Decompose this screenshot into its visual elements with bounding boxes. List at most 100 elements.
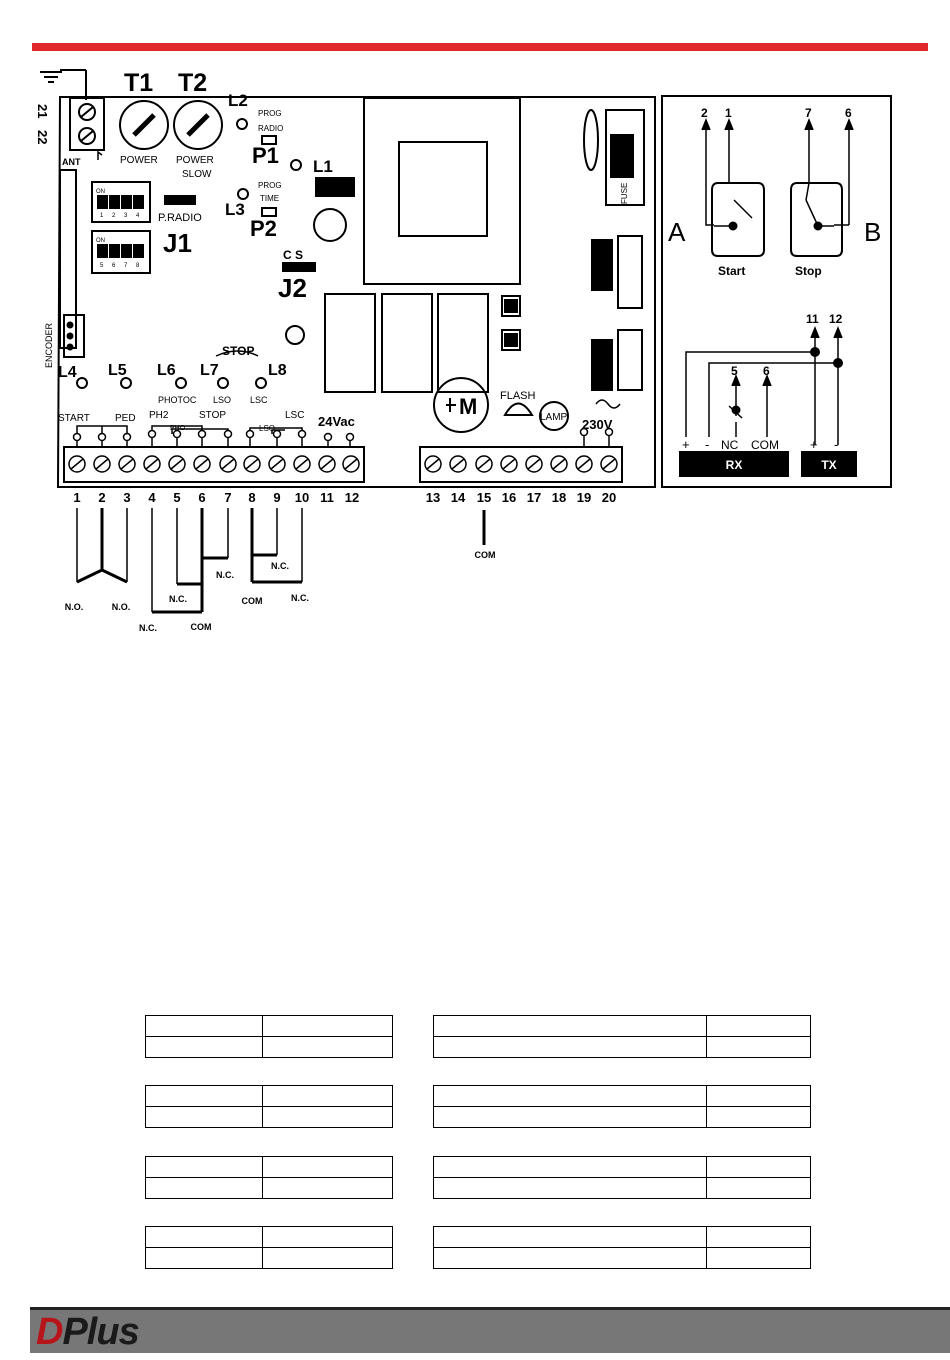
inset-stop-label: Stop (795, 264, 822, 278)
p2-prog-text: PROG (258, 181, 282, 190)
dip-num-1: 1 (100, 213, 104, 219)
fuse-label: FUSE (620, 183, 629, 204)
terminal-number-19: 19 (577, 490, 591, 505)
p1-radio-text: RADIO (258, 124, 283, 133)
wire-nc-9: N.C. (271, 561, 289, 571)
footer-bar: DPlus (30, 1307, 950, 1353)
terminal-number-13: 13 (426, 490, 440, 505)
inset-num-5: 5 (731, 364, 738, 378)
inset-nc-label: NC (721, 438, 739, 452)
wiring-diagram: 21 22 ANT T1 T2 POWER POWER SLOW L2 PROG… (32, 43, 928, 633)
inset-sign-plus-tx: + (810, 437, 818, 452)
dip-num-3: 3 (124, 213, 128, 219)
terminal-number-10: 10 (295, 490, 309, 505)
logo-d: D (36, 1311, 63, 1353)
photoc-label: PHOTOC (158, 395, 197, 405)
blank-table-right (433, 1226, 811, 1269)
ped-input-label: PED (115, 413, 136, 424)
terminal-number-16: 16 (502, 490, 516, 505)
terminal-number-15: 15 (477, 490, 491, 505)
led-l4-label: L4 (58, 364, 77, 381)
stop-input-label: STOP (199, 410, 226, 421)
pho-input-label: PHO (170, 425, 186, 432)
blank-table-right (433, 1085, 811, 1128)
trimmer-t2-slow: SLOW (182, 169, 212, 180)
terminal-number-6: 6 (198, 490, 205, 505)
stop-label-top: STOP (222, 344, 254, 358)
dplus-logo: DPlus (36, 1311, 140, 1353)
terminal-number-18: 18 (552, 490, 566, 505)
led-l6-label: L6 (157, 362, 176, 379)
trimmer-t2-label: T2 (178, 69, 207, 97)
lamp-label: LAMP (540, 412, 568, 423)
table-row-group (145, 1085, 811, 1128)
antenna-number-22: 22 (35, 130, 50, 144)
dip-num-5: 5 (100, 263, 104, 269)
rx-label: RX (726, 458, 743, 472)
blank-table-right (433, 1015, 811, 1058)
start-input-label: START (58, 413, 90, 424)
inset-num-6b: 6 (763, 364, 770, 378)
trimmer-t1-power: POWER (120, 155, 158, 166)
lsc-label: LSC (250, 395, 268, 405)
terminal-number-7: 7 (224, 490, 231, 505)
dip-num-4: 4 (136, 213, 140, 219)
vac-input-label: 24Vac (318, 414, 355, 429)
terminal-number-14: 14 (451, 490, 466, 505)
lso-label: LSO (213, 395, 231, 405)
terminal-number-12: 12 (345, 490, 359, 505)
blank-table-left (145, 1015, 393, 1058)
inset-panel (661, 95, 892, 488)
blank-table-left (145, 1156, 393, 1199)
inset-sign-minus-tx: - (834, 437, 838, 452)
j2-cs-label: C S (283, 248, 303, 262)
terminal-number-9: 9 (273, 490, 280, 505)
terminal-number-4: 4 (148, 490, 156, 505)
terminal-number-3: 3 (123, 490, 130, 505)
led-l3-label: L3 (225, 200, 245, 219)
led-l1-label: L1 (313, 157, 333, 176)
terminal-number-2: 2 (98, 490, 105, 505)
inset-start-label: Start (718, 264, 745, 278)
blank-table-left (145, 1226, 393, 1269)
inset-num-2: 2 (701, 106, 708, 120)
inset-sign-plus-rx: + (682, 437, 690, 452)
wire-nc-7: N.C. (216, 570, 234, 580)
tx-label: TX (821, 458, 836, 472)
antenna-number-21: 21 (35, 104, 50, 118)
terminal-number-17: 17 (527, 490, 541, 505)
led-l7-label: L7 (200, 362, 219, 379)
wire-no-2: N.O. (112, 602, 131, 612)
encoder-label: ENCODER (44, 322, 54, 368)
terminal-number-5: 5 (173, 490, 180, 505)
blank-table-left (145, 1085, 393, 1128)
antenna-label: ANT (62, 157, 81, 167)
button-p1-label: P1 (252, 143, 279, 168)
led-l8-label: L8 (268, 362, 287, 379)
inset-label-a: A (668, 217, 686, 247)
inset-num-6: 6 (845, 106, 852, 120)
led-l5-label: L5 (108, 362, 127, 379)
blank-table-right (433, 1156, 811, 1199)
dip-num-7: 7 (124, 263, 128, 269)
header-bar (32, 43, 928, 51)
inset-num-1: 1 (725, 106, 732, 120)
inset-num-11: 11 (806, 312, 819, 326)
table-row-group (145, 1226, 811, 1269)
ph2-input-label: PH2 (149, 410, 169, 421)
wire-com-8: COM (242, 596, 263, 606)
flash-label: FLASH (500, 390, 536, 402)
trimmer-t2-power: POWER (176, 155, 214, 166)
terminal-number-11: 11 (320, 490, 334, 505)
control-board (40, 69, 656, 614)
wire-nc-10: N.C. (291, 593, 309, 603)
wire-nc-5: N.C. (169, 594, 187, 604)
lso-input-label: LSO (259, 424, 275, 433)
table-row-group (145, 1015, 811, 1058)
dip-num-2: 2 (112, 213, 116, 219)
dip-num-8: 8 (136, 263, 140, 269)
dip-on-bottom: ON (96, 238, 105, 244)
table-row-group (145, 1156, 811, 1199)
jumper-j1-label: J1 (163, 228, 192, 258)
wire-com-15: COM (475, 550, 496, 560)
